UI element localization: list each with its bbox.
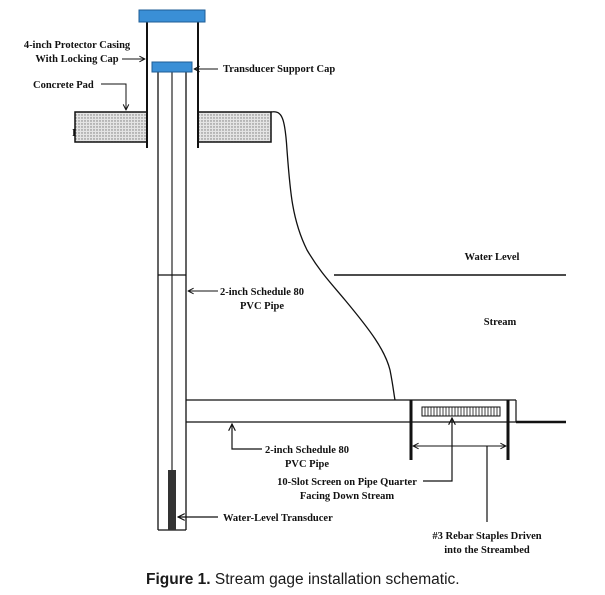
- label-protector-casing-2: With Locking Cap: [35, 54, 118, 65]
- slot-screen: [421, 406, 501, 417]
- label-concrete-pad: Concrete Pad: [33, 80, 94, 91]
- locking-cap: [138, 9, 206, 23]
- figure-caption-label: Figure 1.: [146, 571, 211, 588]
- water-level-transducer: [168, 470, 176, 530]
- label-water-level: Water Level: [465, 252, 520, 263]
- horizontal-pvc-pipe: [186, 399, 517, 423]
- label-horizontal-pipe-1: 2-inch Schedule 80: [265, 445, 349, 456]
- figure-caption: Figure 1. Stream gage installation schem…: [146, 571, 460, 588]
- label-protector-casing-1: 4-inch Protector Casing: [24, 40, 131, 51]
- leader-horizontal-pipe: [232, 424, 262, 450]
- label-stream: Stream: [484, 317, 517, 328]
- concrete-pad-left: [74, 111, 148, 143]
- label-rebar-1: #3 Rebar Staples Driven: [432, 531, 541, 542]
- label-pad-mark: I: [72, 128, 76, 139]
- label-transducer-support-cap: Transducer Support Cap: [223, 64, 335, 75]
- concrete-pad-right: [197, 111, 272, 143]
- label-water-level-transducer: Water-Level Transducer: [223, 513, 333, 524]
- label-vertical-pipe-1: 2-inch Schedule 80: [220, 287, 304, 298]
- label-vertical-pipe-2: PVC Pipe: [240, 301, 284, 312]
- leader-slot-screen: [423, 418, 452, 482]
- protector-casing: [138, 9, 206, 148]
- label-slot-screen-2: Facing Down Stream: [300, 491, 395, 502]
- concrete-pad: [74, 111, 272, 143]
- label-rebar-2: into the Streambed: [444, 545, 530, 556]
- leaders: [101, 59, 506, 522]
- figure-caption-text: Stream gage installation schematic.: [211, 571, 460, 588]
- label-slot-screen-1: 10-Slot Screen on Pipe Quarter: [277, 477, 417, 488]
- label-horizontal-pipe-2: PVC Pipe: [285, 459, 329, 470]
- leader-concrete-pad: [101, 83, 126, 110]
- vertical-pvc-pipe: [151, 61, 193, 531]
- transducer-support-cap: [151, 61, 193, 73]
- ground-surface: [270, 111, 396, 401]
